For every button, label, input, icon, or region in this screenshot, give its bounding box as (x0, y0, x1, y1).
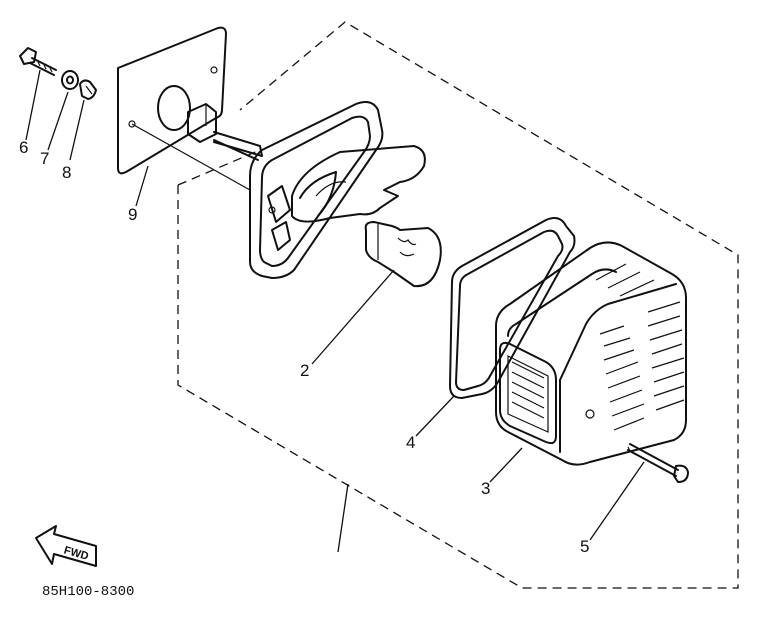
callout-7: 7 (40, 149, 49, 168)
callout-3: 3 (481, 479, 490, 498)
callout-9: 9 (128, 205, 137, 224)
lens-part-3 (495, 241, 687, 466)
forward-arrow-icon: FWD (35, 525, 97, 567)
callout-4: 4 (406, 433, 415, 452)
part-code: 85H100-8300 (42, 584, 134, 600)
lens-gasket-part-4 (449, 217, 576, 399)
bulb-part-2 (364, 221, 442, 288)
callout-5: 5 (580, 537, 589, 556)
callout-labels: 6 7 8 9 2 4 3 5 (19, 138, 589, 556)
nut-part-8 (79, 79, 97, 100)
leader-lines (25, 69, 645, 553)
screw-part-5 (627, 443, 689, 483)
lamp-base-housing (249, 101, 384, 279)
mounting-plate-part-9 (117, 26, 251, 191)
washer-part-7 (61, 70, 79, 90)
assembly-outline (177, 21, 739, 589)
callout-2: 2 (300, 361, 309, 380)
callout-6: 6 (19, 138, 28, 157)
callout-8: 8 (62, 163, 71, 182)
reflector (291, 145, 426, 223)
bolt-part-6 (19, 47, 57, 76)
bulb-socket (187, 103, 263, 161)
